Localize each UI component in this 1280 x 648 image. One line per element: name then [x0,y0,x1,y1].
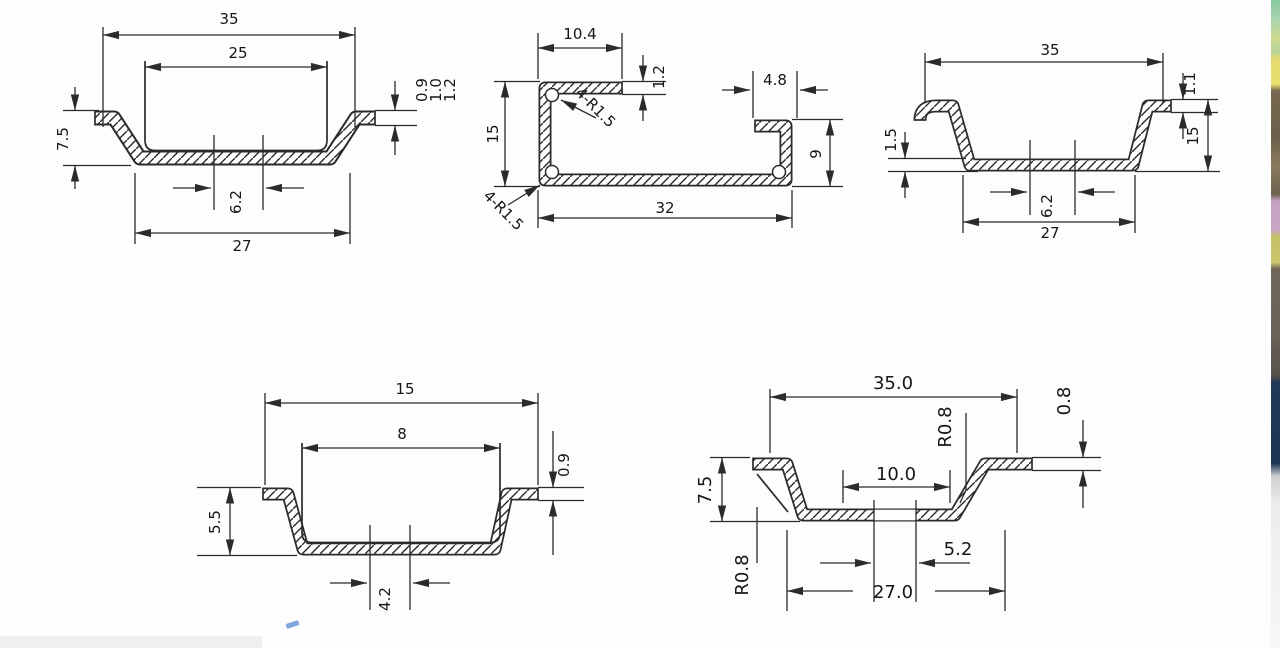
callout-radius-top: R0.8 [935,406,967,504]
dim-label: 10.4 [563,25,596,43]
dim-top-width-35p0: 35.0 [769,373,1018,453]
dim-label: 8 [397,425,407,443]
dim-label: 35.0 [873,373,913,394]
dim-height-7p5: 7.5 [55,87,131,189]
dim-label: 15 [484,124,502,143]
cavity-outline [301,443,501,544]
dim-label: 15 [395,380,414,398]
dim-height-7p5: 7.5 [695,456,800,523]
dim-label-thickness-2: 1.0 [427,78,445,102]
dim-label-thickness-3: 1.2 [441,78,459,102]
dim-label: 1.5 [882,128,900,152]
dim-top-width-15: 15 [264,380,539,485]
radius-label: 4-R1.5 [480,187,527,235]
dim-label: 1.2 [650,65,668,89]
bend-radius-marker [544,164,560,180]
dim-label: 9 [807,149,825,159]
profile-section [262,443,539,556]
drawing-top-left-hat-channel: 35 25 7.5 0.9 1.0 1.2 6.2 27 [55,10,459,255]
dim-label: 1.1 [1181,72,1199,96]
profile-section [94,61,376,166]
dim-flange-thickness-1p2: 1.2 [622,55,668,121]
dim-label: 27.0 [873,582,913,603]
dim-label: 6.2 [227,190,245,214]
dim-label: 25 [228,44,247,62]
dim-label: 0.8 [1054,387,1075,416]
dim-label-thickness-1: 0.9 [413,78,431,102]
profile-hatch [95,112,375,164]
profile-section [913,99,1172,172]
dim-inner-width-25: 25 [145,44,327,72]
dim-flange-width-10p4: 10.4 [537,25,623,79]
adjacent-image-edge-strip [1271,0,1280,648]
bend-radius-marker [544,87,560,103]
dim-label: 15 [1184,126,1202,145]
radius-label: R0.8 [732,554,753,595]
radius-label: R0.8 [935,406,956,447]
profile-hatch [263,489,538,554]
dim-lip-height-9: 9 [792,118,843,188]
dim-bottom-width-27: 27 [962,175,1136,242]
dim-label: 4.8 [763,71,787,89]
callout-radius-bottom: R0.8 [732,507,758,596]
dim-label: 6.2 [1038,194,1056,218]
dim-label: 0.9 [555,453,573,477]
dim-thickness-0p9: 0.9 [538,431,584,555]
slot-gap [874,509,916,521]
callout-radius-bottom: 4-R1.5 [480,184,541,235]
drawing-bottom-right-din-rail: 35.0 0.8 7.5 R0.8 R0.8 10.0 5.2 [695,373,1101,611]
drawing-top-right-hat-channel: 35 1.1 15 1.5 6.2 27 [882,41,1220,242]
bottom-gray-band [0,636,262,648]
dim-inner-width-8: 8 [302,425,500,453]
dim-side-height-15: 15 [1135,99,1220,173]
dim-lip-width-4p8: 4.8 [722,71,828,118]
profile-section [538,81,793,187]
dim-slot-6p2: 6.2 [173,135,304,214]
drawing-top-middle-g-profile: 10.4 1.2 4-R1.5 15 4-R1.5 32 4.8 9 [480,25,843,235]
dim-label: 4.2 [376,587,394,611]
dim-top-width-35: 35 [102,10,356,127]
dim-label: 27 [232,237,251,255]
dim-thickness-stack: 0.9 1.0 1.2 [375,78,459,155]
dim-height-5p5: 5.5 [197,486,297,557]
bend-radius-marker [771,164,787,180]
dim-label: 32 [655,199,674,217]
dim-label: 27 [1040,224,1059,242]
chamfer-edge [756,473,789,513]
dim-top-width-35: 35 [924,41,1164,103]
dim-slot-4p2: 4.2 [330,525,450,611]
cavity-outline [144,61,328,152]
dim-slot-5p2: 5.2 [820,500,972,602]
dim-thickness-0p8: 0.8 [1032,387,1101,508]
dim-label: 7.5 [55,127,72,151]
dim-label: 7.5 [695,476,716,505]
dim-label: 10.0 [876,464,916,485]
dim-label: 5.5 [206,510,224,534]
dim-label: 35 [219,10,238,28]
dim-slot-6p2: 6.2 [990,140,1115,218]
dim-bottom-width-27p0: 27.0 [786,530,1006,611]
profile-section [752,457,1033,522]
profile-hatch [540,83,791,185]
drawing-bottom-left-hat-channel: 15 8 5.5 0.9 4.2 [197,380,584,611]
dim-bottom-width-27: 27 [134,173,351,255]
dim-bottom-width-32: 32 [537,190,793,228]
dim-inner-width-10p0: 10.0 [842,464,951,503]
dim-height-15: 15 [484,80,540,188]
dim-label: 35 [1040,41,1059,59]
dim-base-thickness-1p5: 1.5 [882,128,978,198]
profile-hatch [915,101,1171,170]
dim-label: 5.2 [944,539,973,560]
